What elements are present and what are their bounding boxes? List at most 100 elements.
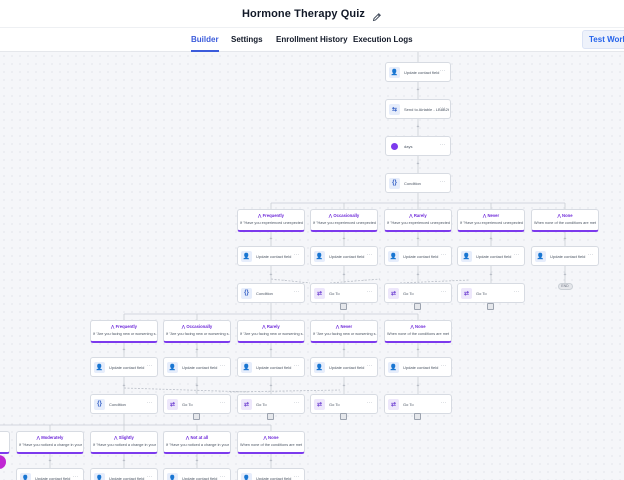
action-node[interactable]: 👤Update contact field··· [384,357,452,377]
more-icon[interactable]: ··· [219,474,226,480]
action-node[interactable]: {}Condition··· [90,394,158,414]
add-step-icon[interactable]: + [269,457,273,464]
add-step-icon[interactable]: + [269,382,273,389]
add-step-icon[interactable]: + [563,271,567,278]
more-icon[interactable]: ··· [219,400,226,406]
pencil-icon[interactable] [372,9,382,21]
add-step-icon[interactable]: + [122,346,126,353]
more-icon[interactable]: ··· [219,363,226,369]
add-step-icon[interactable]: + [489,235,493,242]
more-icon[interactable]: ··· [513,289,520,295]
action-node[interactable]: 👤Update contact field··· [310,246,378,266]
action-node[interactable]: 👤Update contact field··· [90,357,158,377]
add-step-icon[interactable]: + [122,382,126,389]
more-icon[interactable]: ··· [293,400,300,406]
action-node[interactable]: 👤Update contact field··· [457,246,525,266]
add-step-icon[interactable]: + [489,271,493,278]
more-icon[interactable]: ··· [293,289,300,295]
more-icon[interactable]: ··· [293,252,300,258]
action-node[interactable]: ⇄Go To··· [310,283,378,303]
help-bubble-icon[interactable] [0,455,6,469]
action-node[interactable]: ⇄Go To··· [457,283,525,303]
action-node[interactable]: ⇄Go To··· [310,394,378,414]
more-icon[interactable]: ··· [440,400,447,406]
action-node[interactable]: 👤Update contact field··· [384,246,452,266]
test-workflow-button[interactable]: Test Workf [582,30,624,49]
more-icon[interactable]: ··· [366,252,373,258]
more-icon[interactable]: ··· [439,105,446,111]
action-node[interactable]: 👤Update contact field··· [90,468,158,480]
action-node[interactable]: days··· [385,136,451,156]
action-node[interactable]: {}Condition··· [237,283,305,303]
action-node[interactable]: 👤Update contact field··· [385,62,451,82]
more-icon[interactable]: ··· [366,363,373,369]
more-icon[interactable]: ··· [293,363,300,369]
add-step-icon[interactable]: + [416,86,420,93]
add-step-icon[interactable]: + [416,160,420,167]
action-node[interactable]: ⇄Go To··· [384,283,452,303]
action-node[interactable]: 👤Update contact field··· [16,468,84,480]
tab-builder[interactable]: Builder [191,28,219,52]
add-step-icon[interactable]: + [269,235,273,242]
add-step-icon[interactable]: + [416,235,420,242]
tab-execution-logs[interactable]: Execution Logs [353,35,413,44]
add-step-icon[interactable]: + [195,346,199,353]
action-node[interactable]: ⇄Go To··· [384,394,452,414]
more-icon[interactable]: ··· [439,179,446,185]
add-step-icon[interactable]: + [195,457,199,464]
action-node[interactable]: 👤Update contact field··· [237,357,305,377]
add-step-icon[interactable]: + [269,346,273,353]
add-step-icon[interactable]: + [563,235,567,242]
add-step-icon[interactable]: + [122,457,126,464]
tab-settings[interactable]: Settings [231,35,263,44]
action-node[interactable]: ⇄Go To··· [163,394,231,414]
action-node[interactable]: ⇄Go To··· [237,394,305,414]
add-step-icon[interactable]: + [416,382,420,389]
add-step-icon[interactable]: + [416,123,420,130]
branch-node[interactable] [0,431,10,454]
workflow-canvas[interactable]: 👤Update contact field··· + ⇆Send to Airtab… [0,52,624,480]
action-node[interactable]: 👤Update contact field··· [531,246,599,266]
add-step-icon[interactable]: + [342,271,346,278]
more-icon[interactable]: ··· [513,252,520,258]
more-icon[interactable]: ··· [587,252,594,258]
action-node[interactable]: 👤Update contact field··· [163,468,231,480]
add-step-icon[interactable]: + [416,346,420,353]
more-icon[interactable]: ··· [439,142,446,148]
add-step-icon[interactable]: + [416,271,420,278]
more-icon[interactable]: ··· [439,68,446,74]
add-step-icon[interactable]: + [342,235,346,242]
more-icon[interactable]: ··· [293,474,300,480]
add-step-icon[interactable]: + [342,346,346,353]
more-icon[interactable]: ··· [440,289,447,295]
add-step-icon[interactable]: + [269,271,273,278]
action-node[interactable]: {}Condition··· [385,173,451,193]
more-icon[interactable]: ··· [146,474,153,480]
action-node[interactable]: 👤Update contact field··· [163,357,231,377]
add-step-icon[interactable]: + [342,382,346,389]
more-icon[interactable]: ··· [146,400,153,406]
action-node[interactable]: 👤Update contact field··· [237,246,305,266]
action-node[interactable]: ⇆Send to Airtable - LB8B2t··· [385,99,451,119]
add-step-icon[interactable]: + [48,457,52,464]
action-node[interactable]: 👤Update contact field··· [310,357,378,377]
more-icon[interactable]: ··· [366,400,373,406]
more-icon[interactable]: ··· [72,474,79,480]
action-node[interactable]: 👤Update contact field··· [237,468,305,480]
more-icon[interactable]: ··· [366,289,373,295]
more-icon[interactable]: ··· [146,363,153,369]
